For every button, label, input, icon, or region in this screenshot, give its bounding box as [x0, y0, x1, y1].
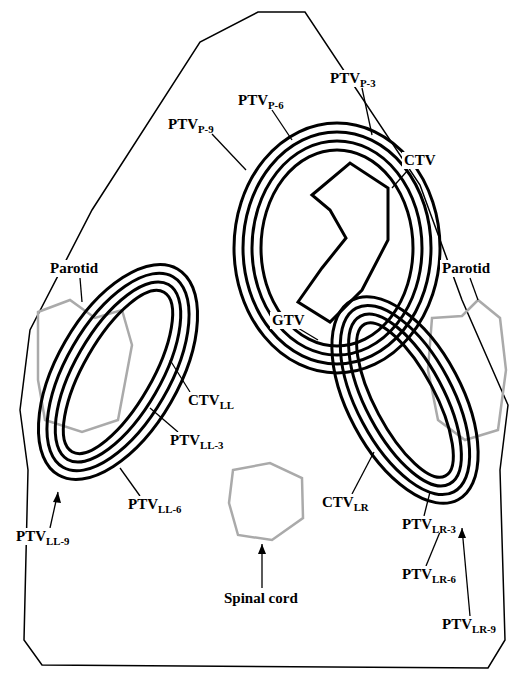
contour-label: CTVLR [320, 494, 371, 511]
primary-contours [234, 123, 440, 373]
leader-lines [50, 88, 478, 616]
contour-label: PTVLL-6 [126, 496, 183, 513]
contour-label: Spinal cord [222, 590, 300, 607]
contour-label: GTV [270, 312, 307, 329]
contour-label: PTVP-3 [328, 70, 378, 87]
contour-label: PTVLL-3 [168, 432, 225, 449]
contour-label: CTVLL [186, 392, 236, 409]
spinal-cord [229, 463, 303, 540]
left-node-contours [6, 238, 231, 505]
right-node-contours [302, 273, 509, 526]
contour-label: Parotid [440, 260, 492, 277]
contour-label: Parotid [48, 260, 100, 277]
contour-label: PTVLR-3 [400, 516, 458, 533]
arrow-heads [53, 492, 466, 554]
contour-label: PTVLR-9 [440, 616, 498, 633]
contour-label: PTVLL-9 [14, 528, 71, 545]
parotid-right [428, 300, 506, 440]
contour-label: PTVLR-6 [400, 566, 458, 583]
contour-label: PTVP-6 [236, 92, 286, 109]
head-outline [20, 12, 508, 668]
contour-label: CTV [402, 152, 438, 169]
contour-label: PTVP-9 [166, 116, 216, 133]
